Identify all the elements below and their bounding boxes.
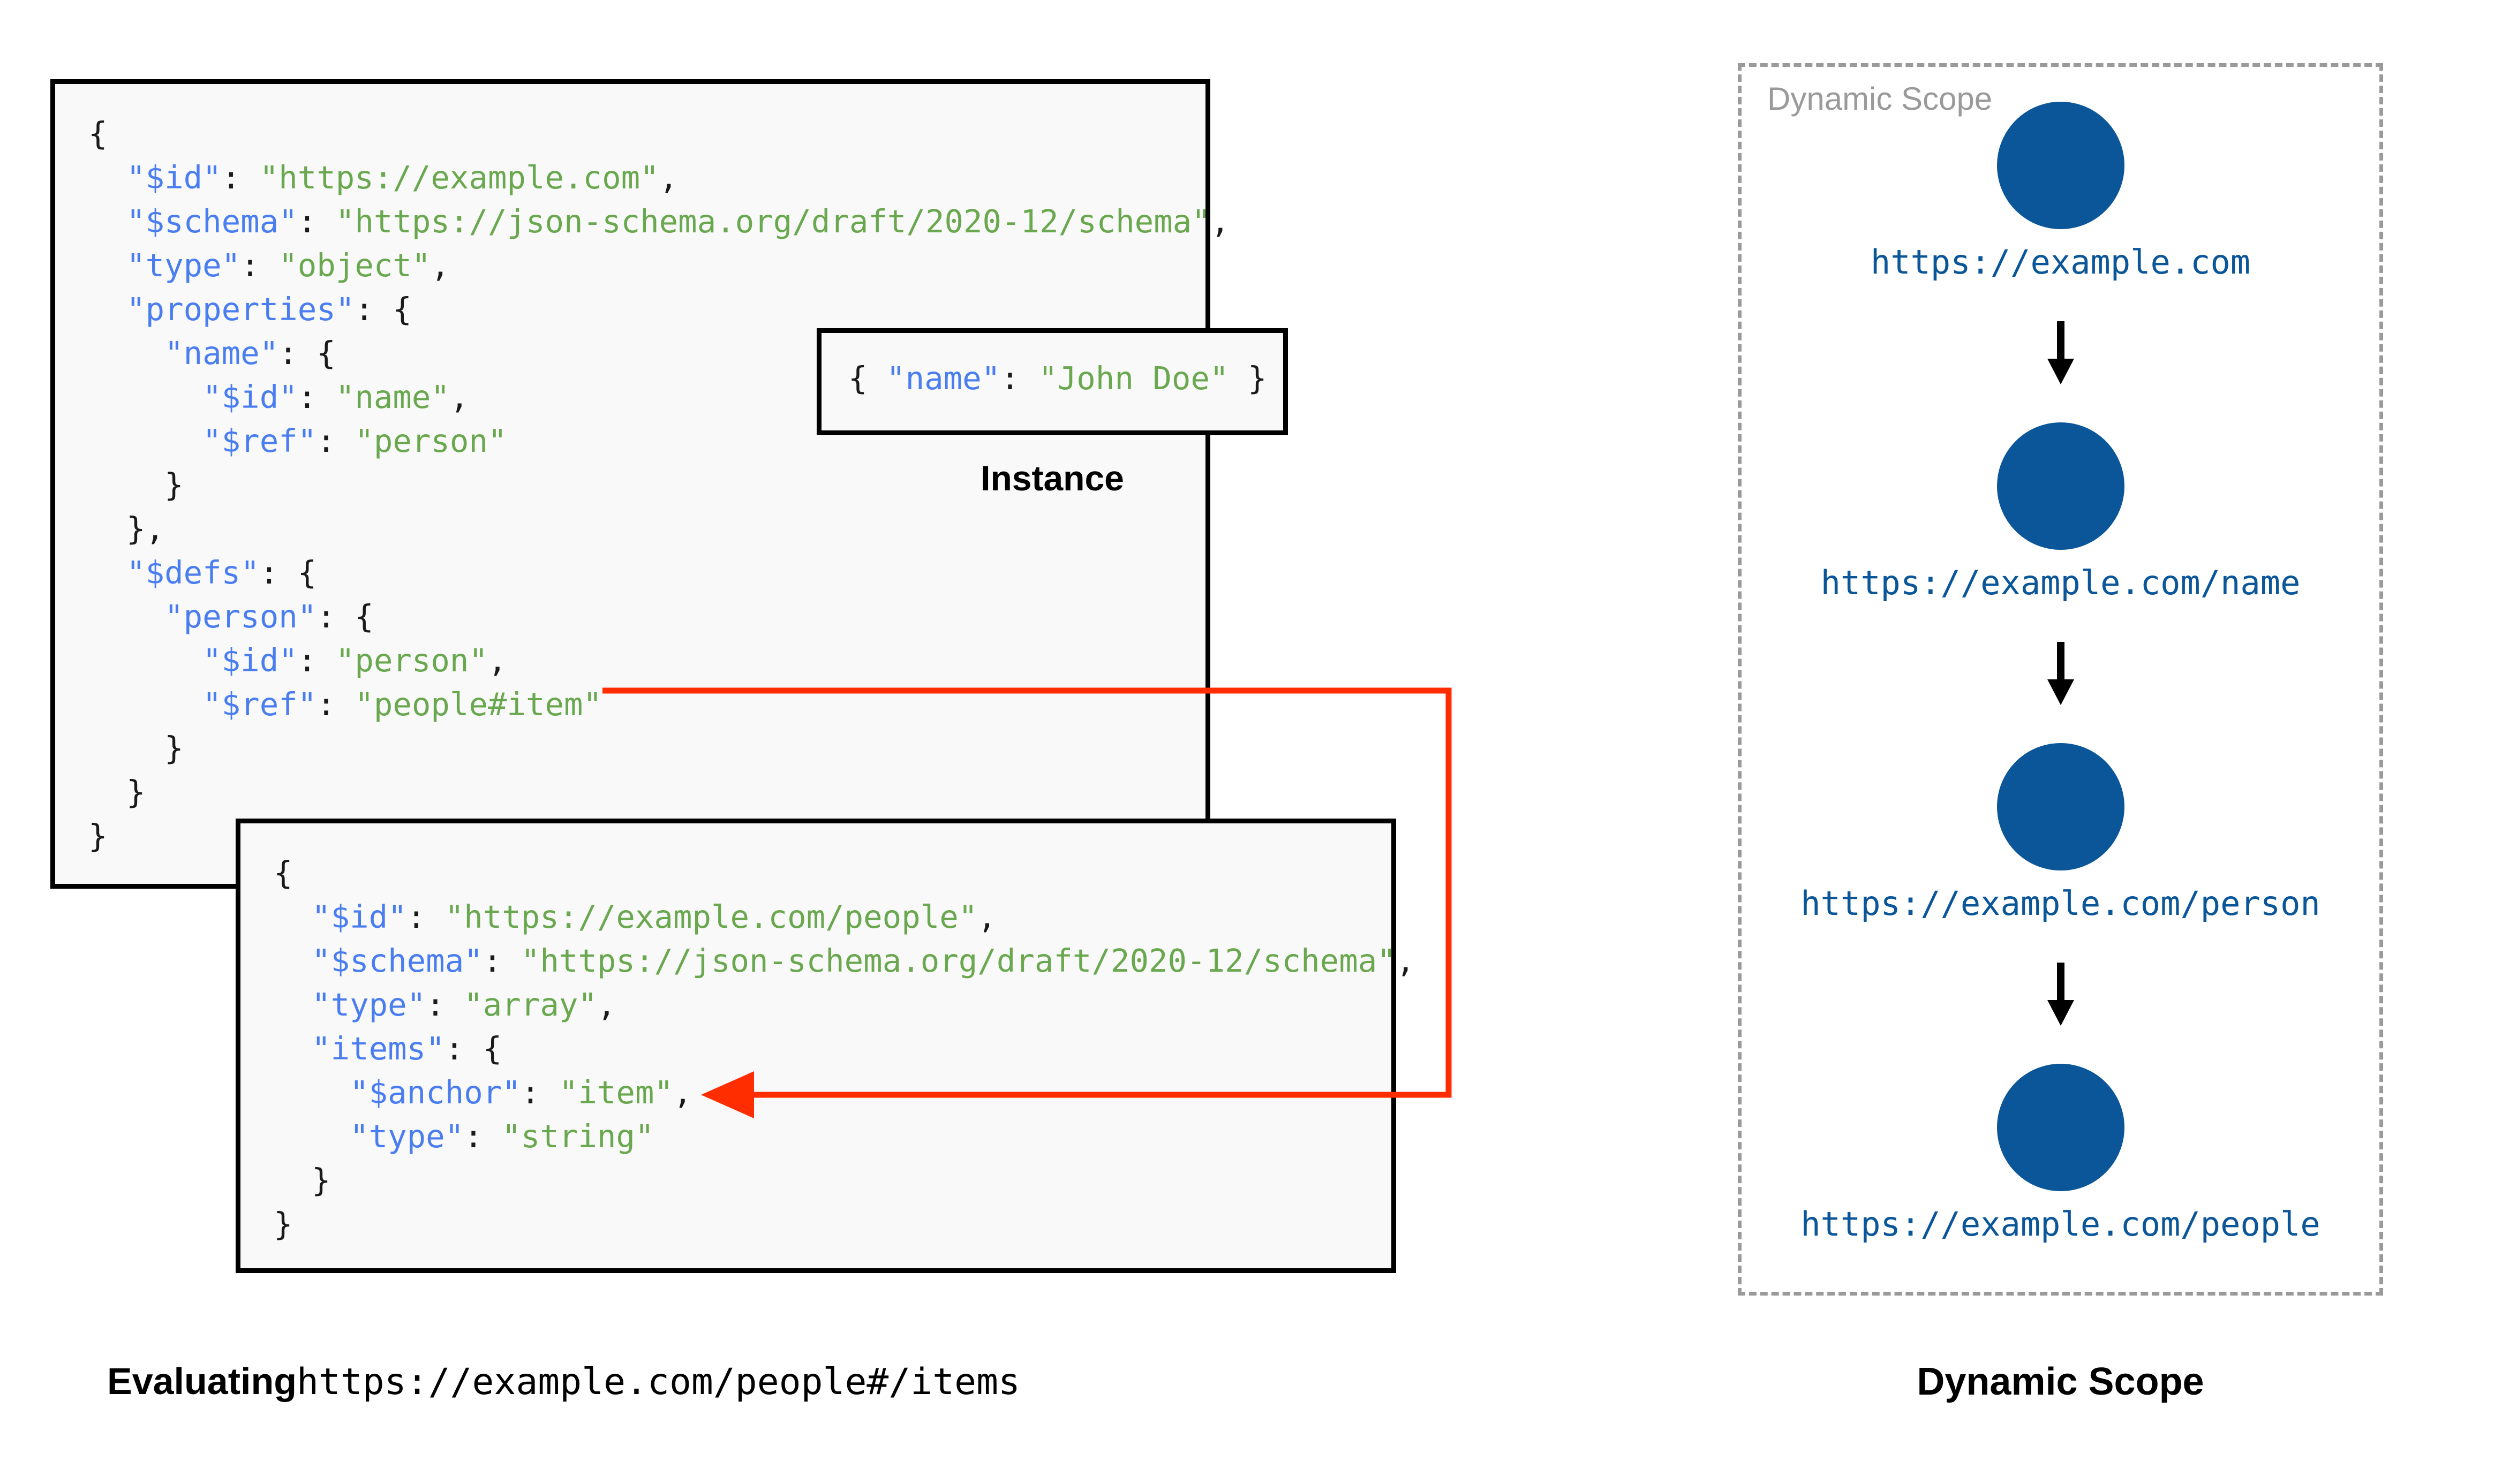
scope-node-label: https://example.com/person — [1800, 884, 2320, 923]
scope-node-1: https://example.com/name — [1738, 422, 2383, 602]
scope-node-label: https://example.com/name — [1820, 563, 2301, 602]
scope-arrow-1 — [1738, 642, 2383, 706]
evaluating-caption-bold: Evaluating — [107, 1360, 297, 1402]
scope-arrow-0 — [1738, 321, 2383, 385]
scope-node-label: https://example.com/people — [1800, 1205, 2320, 1244]
scope-node-circle — [1996, 743, 2124, 870]
people-schema-box: { "$id": "https://example.com/people", "… — [236, 819, 1415, 1273]
scope-node-circle — [1996, 422, 2124, 550]
scope-node-0: https://example.com — [1738, 102, 2383, 282]
scope-node-circle — [1996, 102, 2124, 229]
instance-code: { "name": "John Doe" } — [848, 360, 1267, 397]
scope-node-label: https://example.com — [1870, 243, 2251, 282]
people-schema-code: { "$id": "https://example.com/people", "… — [274, 854, 1415, 1243]
dynamic-scope-caption: Dynamic Scope — [1917, 1360, 2204, 1403]
down-arrow-icon — [2047, 963, 2074, 1026]
root-schema-code: { "$id": "https://example.com", "$schema… — [88, 115, 1230, 854]
instance-box: { "name": "John Doe" } — [817, 328, 1288, 435]
evaluating-caption: Evaluatinghttps://example.com/people#/it… — [107, 1360, 1020, 1403]
evaluating-caption-uri: https://example.com/people#/items — [296, 1361, 1020, 1403]
dynamic-scope-panel-label: Dynamic Scope — [1767, 81, 1993, 117]
down-arrow-icon — [2047, 321, 2074, 384]
scope-node-2: https://example.com/person — [1738, 743, 2383, 923]
scope-node-circle — [1996, 1064, 2124, 1191]
scope-node-3: https://example.com/people — [1738, 1064, 2383, 1244]
scope-arrow-2 — [1738, 963, 2383, 1027]
instance-caption: Instance — [981, 458, 1124, 498]
dynamic-scope-panel — [1738, 63, 2383, 1296]
down-arrow-icon — [2047, 642, 2074, 705]
